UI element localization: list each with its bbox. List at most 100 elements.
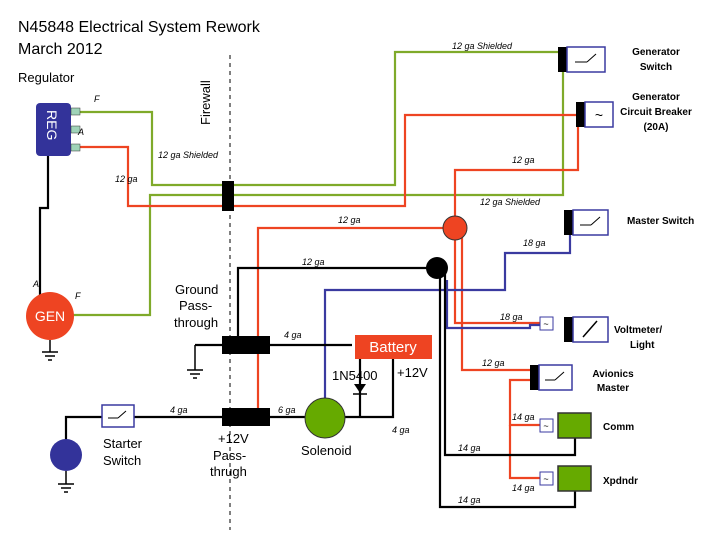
wire-sol-batt [345,358,395,419]
main-bus-node [442,215,468,241]
ground-pass-line2: Pass- [179,298,212,313]
starter-label-1: Starter [103,436,143,451]
label-volt-blue: 18 ga [500,312,523,322]
voltmeter-label-2: Light [630,340,655,351]
gen-switch-glyph-b [586,53,597,63]
cb-glyph: ~ [595,107,603,123]
wire-comm-red [508,378,545,427]
starter-motor [50,439,82,471]
battery [355,335,432,359]
comm-radio [557,412,592,439]
label-comm-red: 14 ga [512,412,535,422]
gen-switch-connector [558,47,567,72]
solenoid [304,397,346,439]
gen-f-label: F [75,291,81,301]
wire-cb-bus [453,125,580,228]
gen-cb-connector [576,102,585,127]
label-batt-red: 12 ga [338,215,361,225]
wire-master-blue [323,220,572,400]
wire-xpd-red [508,425,545,480]
regulator-box [36,103,71,156]
gen-cb-label-3: (20A) [643,122,668,133]
generator [26,292,74,340]
label-master-shielded: 12 ga Shielded [480,197,541,207]
v12-passthrough [222,408,270,426]
generator-cb [584,101,614,128]
plus12-label: +12V [397,365,428,380]
reg-terminal-g [70,125,81,134]
avionics-label-1: Avionics [592,369,634,380]
voltmeter-glyph [582,320,598,338]
label-reg-shielded: 12 ga Shielded [158,150,219,160]
reg-f-label: F [94,94,100,104]
upper-passthrough [222,181,234,211]
label-reg-red: 12 ga [115,174,138,184]
regulator-label: Regulator [18,70,75,85]
gen-cb-label-2: Circuit Breaker [620,107,692,118]
comm-fuse [539,418,554,433]
gen-switch-label-2: Switch [640,62,672,73]
wire-volt-blue [445,280,540,330]
ground-passthrough [222,336,270,354]
wire-volt-red [453,240,540,325]
wire-avionics-red [460,235,530,372]
avionics-glyph-b [554,371,565,381]
gen-switch-label-1: Generator [632,47,680,58]
v12-pass-line2: Pass- [213,448,246,463]
reg-terminal-a [70,143,81,152]
reg-terminal-f [70,107,81,116]
label-gnd-black: 4 ga [284,330,302,340]
wire-gen-f-shielded [72,70,565,317]
volt-connector [564,317,573,342]
xpdndr-label: Xpdndr [603,476,638,487]
label-xpd-black: 14 ga [458,495,481,505]
xpd-fuse-glyph: ~ [543,474,548,484]
avionics-label-2: Master [597,383,629,394]
master-connector [564,210,573,235]
label-starter-black: 4 ga [170,405,188,415]
label-comm-black: 14 ga [458,443,481,453]
wire-batt-red [256,226,443,417]
starter-switch-glyph-b [117,410,127,419]
diode-label: 1N5400 [332,368,378,383]
label-cb-red: 12 ga [512,155,535,165]
wire-bus-black [236,266,437,345]
ground-bus-node [426,257,448,279]
volt-fuse [539,316,554,331]
label-xpd-red: 14 ga [512,483,535,493]
volt-fuse-glyph: ~ [543,319,548,329]
label-sol-black: 4 ga [392,425,410,435]
label-gen-sw-shielded: 12 ga Shielded [452,41,513,51]
starter-switch [101,404,135,428]
starter-label-2: Switch [103,453,141,468]
master-switch-glyph-b [590,216,601,226]
reg-a-label: A [77,127,84,137]
wire-reg-f-gen-switch [72,50,560,187]
master-switch-label: Master Switch [627,216,694,227]
comm-fuse-glyph: ~ [543,421,548,431]
diagram-title: N45848 Electrical System Rework [18,19,261,36]
reg-text: REG [44,110,60,140]
diagram-date: March 2012 [18,41,103,58]
label-pass-black: 6 ga [278,405,296,415]
battery-text: Battery [369,339,417,356]
wire-reg-a-cb [72,113,578,208]
voltmeter-label-1: Voltmeter/ [614,325,662,336]
wire-xpd-black [438,270,577,509]
generator-switch [566,46,606,73]
wire-starter-black [64,415,105,440]
avionics-master [538,364,573,391]
xpdndr-radio [557,465,592,492]
label-bus-black: 12 ga [302,257,325,267]
ground-pass-line3: through [174,315,218,330]
v12-pass-line3: thrugh [210,464,247,479]
solenoid-label: Solenoid [301,443,352,458]
comm-label: Comm [603,422,634,433]
gen-a-label: A [32,279,39,289]
gen-cb-label-1: Generator [632,92,680,103]
ground-pass-line1: Ground [175,282,218,297]
gen-text: GEN [35,308,65,324]
label-avionics-red: 12 ga [482,358,505,368]
master-switch [572,209,609,236]
